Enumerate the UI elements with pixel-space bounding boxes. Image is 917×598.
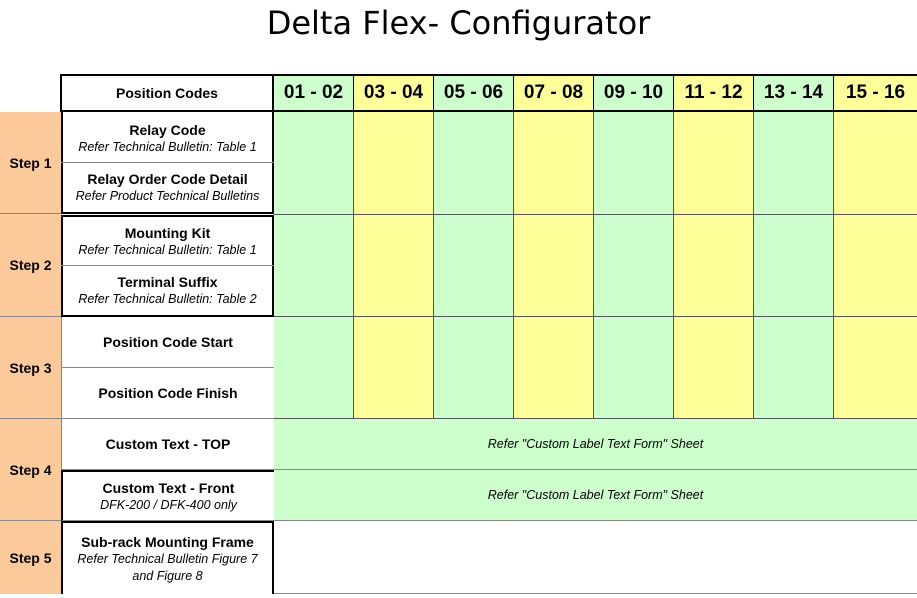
col-03-04-cells[interactable] <box>354 112 434 419</box>
page-title: Delta Flex- Configurator <box>266 4 651 42</box>
row-relay-order-code-detail: Relay Order Code Detail Refer Product Te… <box>61 163 274 212</box>
row-label-main: Custom Text - Front <box>102 479 235 496</box>
header-col-07-08: 07 - 08 <box>514 74 594 112</box>
row-label-sub-2: and Figure 8 <box>132 568 203 583</box>
header-col-03-04: 03 - 04 <box>354 74 434 112</box>
step-5-label: Step 5 <box>0 521 61 594</box>
header-col-13-14: 13 - 14 <box>754 74 834 112</box>
step-1-label-box <box>61 112 274 214</box>
grid-line <box>274 418 917 419</box>
header-position-codes: Position Codes <box>60 74 274 112</box>
header-col-15-16: 15 - 16 <box>834 74 917 112</box>
row-mounting-kit: Mounting Kit Refer Technical Bulletin: T… <box>61 217 274 266</box>
row-terminal-suffix: Terminal Suffix Refer Technical Bulletin… <box>61 266 274 315</box>
row-label-sub: Refer Technical Bulletin: Table 1 <box>78 242 257 257</box>
row-label-main: Position Code Finish <box>98 385 238 401</box>
step-1-label: Step 1 <box>0 112 61 214</box>
row-relay-code: Relay Code Refer Technical Bulletin: Tab… <box>61 114 274 163</box>
header-col-01-02: 01 - 02 <box>274 74 354 112</box>
col-15-16-cells[interactable] <box>834 112 917 419</box>
grid-line <box>274 214 917 215</box>
row-label-main: Sub-rack Mounting Frame <box>81 533 254 550</box>
custom-text-top-note: Refer "Custom Label Text Form" Sheet <box>274 419 917 470</box>
row-sub-rack-mounting-frame: Sub-rack Mounting Frame Refer Technical … <box>61 521 274 594</box>
col-09-10-cells[interactable] <box>594 112 674 419</box>
row-label-sub: Refer Technical Bulletin: Table 2 <box>78 292 257 306</box>
row-label-sub: Refer Technical Bulletin Figure 7 <box>77 551 258 566</box>
grid-line <box>353 112 354 419</box>
row-label-main: Custom Text - TOP <box>105 436 231 452</box>
row-position-code-start: Position Code Start <box>61 317 274 368</box>
header-col-09-10: 09 - 10 <box>594 74 674 112</box>
header-col-05-06: 05 - 06 <box>434 74 514 112</box>
step-2-label: Step 2 <box>0 214 61 317</box>
custom-text-front-note: Refer "Custom Label Text Form" Sheet <box>274 470 917 521</box>
row-label-sub: Refer Product Technical Bulletins <box>75 189 260 203</box>
grid-line <box>274 316 917 317</box>
row-custom-text-front: Custom Text - Front DFK-200 / DFK-400 on… <box>61 470 274 521</box>
grid-line <box>593 112 594 419</box>
row-label-main: Mounting Kit <box>124 224 211 241</box>
col-05-06-cells[interactable] <box>434 112 514 419</box>
col-01-02-cells[interactable] <box>274 112 354 419</box>
col-11-12-cells[interactable] <box>674 112 754 419</box>
col-13-14-cells[interactable] <box>754 112 834 419</box>
grid-line <box>433 112 434 419</box>
sub-rack-mounting-frame-input[interactable] <box>274 521 917 594</box>
row-position-code-finish: Position Code Finish <box>61 368 274 419</box>
col-07-08-cells[interactable] <box>514 112 594 419</box>
step-3-label: Step 3 <box>0 317 61 419</box>
row-label-main: Relay Order Code Detail <box>87 171 248 187</box>
header-col-11-12: 11 - 12 <box>674 74 754 112</box>
grid-line <box>753 112 754 419</box>
row-label-main: Position Code Start <box>103 334 233 350</box>
grid-line <box>513 112 514 419</box>
row-label-main: Terminal Suffix <box>117 274 218 290</box>
step-2-label-box <box>61 215 274 317</box>
row-custom-text-top: Custom Text - TOP <box>61 419 274 470</box>
row-label-main: Relay Code <box>129 121 206 138</box>
row-label-sub: Refer Technical Bulletin: Table 1 <box>78 139 257 154</box>
step-4-label: Step 4 <box>0 419 61 521</box>
grid-line <box>833 112 834 419</box>
grid-line <box>673 112 674 419</box>
row-label-sub: DFK-200 / DFK-400 only <box>100 497 237 512</box>
